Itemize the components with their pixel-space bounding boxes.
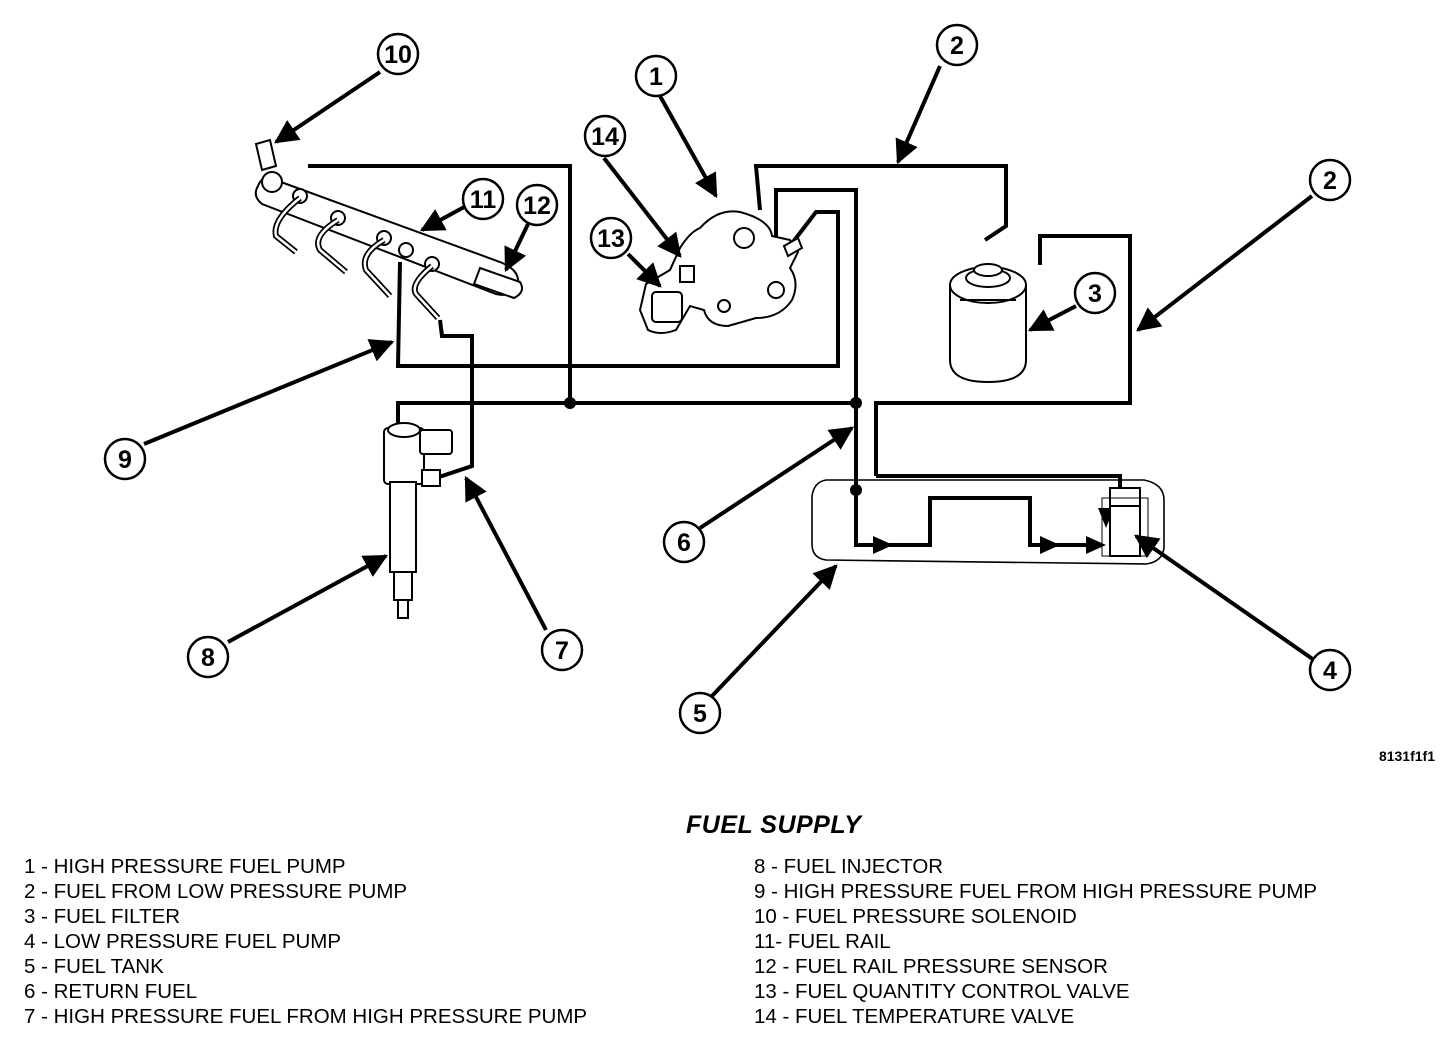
legend-item: 7 - HIGH PRESSURE FUEL FROM HIGH PRESSUR… bbox=[24, 1005, 588, 1028]
legend-right: 8 - FUEL INJECTOR 9 - HIGH PRESSURE FUEL… bbox=[754, 854, 1317, 1029]
legend-item: 3 - FUEL FILTER bbox=[24, 905, 181, 928]
legend-item: 10 - FUEL PRESSURE SOLENOID bbox=[754, 905, 1077, 928]
injector-lines-inner bbox=[274, 197, 439, 319]
callout-8-circle bbox=[186, 635, 230, 679]
callout-5-circle bbox=[678, 691, 722, 735]
callout-7-circle bbox=[540, 628, 584, 672]
callout-2b-circle bbox=[1308, 158, 1352, 202]
low-pressure-fuel-pump bbox=[1101, 487, 1149, 557]
callout-9-label: 9 bbox=[118, 446, 132, 474]
legend-item: 9 - HIGH PRESSURE FUEL FROM HIGH PRESSUR… bbox=[754, 880, 1318, 903]
callout-2b-label: 2 bbox=[1323, 167, 1337, 195]
legend-item: 11- FUEL RAIL bbox=[754, 930, 891, 953]
junction-dot bbox=[850, 397, 862, 409]
legend-item: 2 - FUEL FROM LOW PRESSURE PUMP bbox=[24, 880, 408, 903]
line-junctions bbox=[564, 397, 862, 496]
callout-14-label: 14 bbox=[591, 123, 619, 151]
callout-12-label: 12 bbox=[523, 192, 551, 220]
legend-item: 5 - FUEL TANK bbox=[24, 955, 164, 978]
callout-6-circle bbox=[662, 520, 706, 564]
fuel-injector bbox=[383, 422, 453, 619]
callout-11-label: 11 bbox=[470, 186, 497, 214]
callout-10-circle bbox=[376, 32, 420, 76]
legend-item: 12 - FUEL RAIL PRESSURE SENSOR bbox=[754, 955, 1108, 978]
callout-1-label: 1 bbox=[649, 63, 663, 91]
callout-4-circle bbox=[1308, 648, 1352, 692]
callout-10-label: 10 bbox=[384, 41, 412, 69]
callout-2-label: 2 bbox=[950, 32, 964, 60]
fuel-tank bbox=[811, 479, 1165, 565]
legend-item: 4 - LOW PRESSURE FUEL PUMP bbox=[24, 930, 342, 953]
callout-13-label: 13 bbox=[597, 225, 625, 253]
leader-arrows bbox=[143, 65, 1316, 698]
callout-11-circle bbox=[461, 177, 505, 221]
legend-item: 1 - HIGH PRESSURE FUEL PUMP bbox=[24, 855, 346, 878]
legend-item: 13 - FUEL QUANTITY CONTROL VALVE bbox=[754, 980, 1130, 1003]
callout-6-label: 6 bbox=[677, 529, 691, 557]
junction-dot bbox=[850, 484, 862, 496]
callout-7-label: 7 bbox=[555, 637, 569, 665]
junction-dot bbox=[564, 397, 576, 409]
callout-9-circle bbox=[103, 437, 147, 481]
high-pressure-fuel-pump bbox=[638, 210, 804, 334]
callout-12-circle bbox=[515, 183, 559, 227]
legend-left: 1 - HIGH PRESSURE FUEL PUMP 2 - FUEL FRO… bbox=[24, 854, 587, 1029]
fuel-rail bbox=[254, 138, 523, 300]
legend-item: 14 - FUEL TEMPERATURE VALVE bbox=[754, 1005, 1075, 1028]
legend-item: 6 - RETURN FUEL bbox=[24, 980, 198, 1003]
fuel-filter bbox=[949, 263, 1027, 384]
callout-13-circle bbox=[589, 216, 633, 260]
callout-3-label: 3 bbox=[1088, 280, 1102, 308]
figure-id: 8131f1f1 bbox=[1378, 748, 1435, 764]
legend-item: 8 - FUEL INJECTOR bbox=[754, 855, 944, 878]
callout-1-circle bbox=[634, 54, 678, 98]
figure-caption: FUEL SUPPLY bbox=[686, 811, 862, 839]
callout-4-label: 4 bbox=[1323, 657, 1337, 685]
callout-2-circle bbox=[935, 23, 979, 67]
callout-3-circle bbox=[1073, 271, 1117, 315]
callout-14-circle bbox=[583, 114, 627, 158]
callout-8-label: 8 bbox=[201, 644, 215, 672]
flow-arrows bbox=[873, 508, 1114, 554]
callout-5-label: 5 bbox=[693, 700, 707, 728]
